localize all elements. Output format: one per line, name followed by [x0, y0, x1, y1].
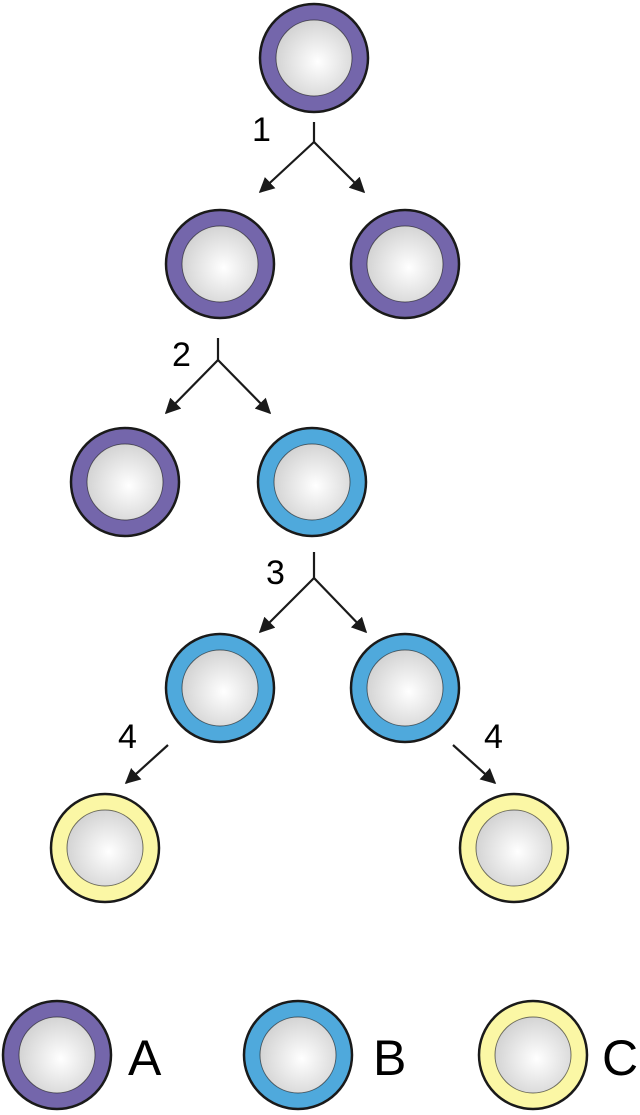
cell-nucleus [366, 225, 444, 303]
cell-nucleus [475, 809, 553, 887]
cell-nucleus [181, 649, 259, 727]
cell-nucleus [494, 1016, 572, 1094]
cell-a-row3-left [69, 426, 181, 538]
legend-label-a: A [128, 1030, 162, 1086]
cell-nucleus [259, 1016, 337, 1094]
cell-nucleus [275, 19, 353, 97]
step-label-4-left: 4 [118, 718, 137, 756]
cell-nucleus [86, 443, 164, 521]
step-label-1: 1 [252, 111, 271, 149]
cell-a-top [258, 2, 370, 114]
cell-c-row5-right [458, 792, 570, 904]
fork-arrow-step1 [258, 122, 366, 194]
legend-label-b: B [373, 1030, 406, 1086]
cell-c-row5-left [49, 792, 161, 904]
arrows-layer [124, 122, 497, 785]
cell-nucleus [273, 443, 351, 521]
fork-arrow-step2 [164, 338, 272, 415]
legend-cell-c [477, 999, 589, 1111]
legend-cell-a [1, 999, 113, 1111]
cell-a-row2-right [349, 208, 461, 320]
arrow-step4-right [452, 744, 497, 785]
cell-nucleus [181, 225, 259, 303]
cell-a-row2-left [164, 208, 276, 320]
legend-cell-b [242, 999, 354, 1111]
cell-b-row3-right [256, 426, 368, 538]
step-label-2: 2 [172, 336, 191, 374]
cell-b-row4-left [164, 632, 276, 744]
step-label-4-right: 4 [484, 718, 503, 756]
step-label-3: 3 [266, 554, 285, 592]
cell-b-row4-right [349, 632, 461, 744]
legend-label-c: C [602, 1030, 638, 1086]
arrow-step4-left [124, 744, 169, 785]
cell-nucleus [366, 649, 444, 727]
cells-layer [1, 2, 589, 1111]
fork-arrow-step3 [258, 552, 368, 634]
cell-nucleus [66, 809, 144, 887]
cell-nucleus [18, 1016, 96, 1094]
